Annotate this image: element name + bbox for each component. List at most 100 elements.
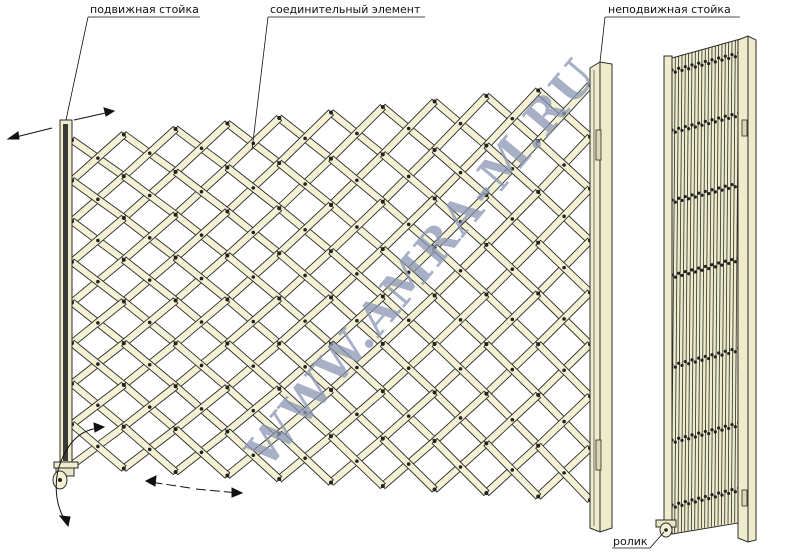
lattice-pivot [329, 434, 333, 439]
folded-pivot [713, 190, 717, 194]
folded-pivot [673, 70, 677, 74]
folded-pivot [693, 195, 697, 199]
folded-bar [674, 56, 680, 533]
lattice-pivot [484, 193, 489, 198]
folded-pivot [673, 365, 677, 369]
lattice-pivot [432, 487, 437, 492]
lattice-pivot [147, 151, 152, 155]
folded-pivot [690, 63, 694, 67]
folded-pivot [710, 118, 714, 122]
folded-pivot [730, 347, 734, 352]
folded-pivot [703, 119, 707, 124]
lattice-pivot [329, 480, 333, 485]
folded-pivot [723, 114, 727, 118]
lattice-pivot [432, 148, 437, 152]
lattice-pivot [173, 384, 178, 389]
folded-pivot [683, 194, 687, 199]
lattice-pivot [277, 206, 282, 211]
folded-pivot [690, 268, 694, 272]
folded-pivot [677, 271, 681, 275]
lattice-pivot [251, 319, 256, 324]
folded-bar [727, 40, 733, 524]
lattice-pivot [225, 165, 230, 170]
lattice-pivot [432, 390, 437, 395]
lattice-pivot [303, 273, 307, 278]
folded-pivot [673, 505, 677, 509]
folded-pivot [693, 500, 697, 504]
lattice-pivot [277, 386, 282, 391]
lattice-pivot [173, 127, 178, 131]
lattice-pivot [355, 318, 359, 323]
lattice-pivot [458, 318, 463, 322]
folded-pivot [693, 435, 697, 439]
lattice-pivot [251, 186, 256, 190]
folded-pivot [733, 55, 737, 59]
lattice-pivot [173, 298, 178, 303]
lattice-pivot [380, 436, 385, 441]
lattice-pivot [303, 456, 307, 460]
folded-pivot [680, 273, 684, 278]
folded-pivot [690, 193, 694, 197]
label-fixed-post: неподвижная стойка [608, 3, 731, 16]
label-moving-post: подвижная стойка [90, 3, 199, 16]
lattice-pivot [329, 156, 333, 161]
folded-pivot [717, 426, 721, 430]
lattice-pivot [458, 219, 463, 224]
lattice-pivot [562, 111, 566, 116]
lattice-pivot [380, 247, 385, 252]
lattice-pivot [562, 471, 566, 475]
folded-pivot [677, 436, 681, 440]
lattice-pivot [121, 132, 126, 137]
folded-pivot [720, 353, 724, 357]
lattice-pivot [251, 230, 256, 235]
folded-pivot [717, 186, 721, 190]
lattice-pivot [96, 156, 100, 160]
lattice-pivot [173, 427, 178, 432]
lattice-pivot [458, 367, 463, 371]
lattice-pivot [173, 341, 178, 346]
folded-pivot [720, 263, 724, 267]
folded-pivot [717, 116, 721, 120]
lattice-pivot [199, 407, 204, 411]
lattice-pivot [380, 199, 385, 204]
arrow-bottom-left-icon [144, 475, 191, 489]
folded-bar [697, 49, 703, 529]
arrow-bottom-right-icon [195, 487, 244, 498]
folded-pivot [720, 188, 724, 192]
lattice-pivot [121, 466, 126, 471]
folded-pivot [673, 275, 677, 279]
folded-bar [730, 39, 736, 524]
arrow-right-icon [73, 107, 116, 121]
folded-pivot [733, 490, 737, 494]
lattice-pivot [225, 429, 230, 434]
lattice-pivot [121, 174, 126, 179]
folded-pivot [727, 491, 731, 496]
lattice-pivot [484, 292, 489, 297]
folded-pivot [707, 121, 711, 126]
folded-pivot [710, 263, 714, 267]
folded-pivot [677, 126, 681, 130]
folded-pivot [687, 127, 691, 131]
leader-lines [65, 16, 740, 549]
lattice-pivot [277, 161, 282, 166]
folded-pivot [730, 112, 734, 117]
lattice-pivot [355, 459, 359, 463]
lattice-pivot [277, 116, 282, 120]
lattice-pivot [303, 365, 307, 369]
lattice-pivot [96, 197, 100, 202]
lattice-pivot [510, 217, 515, 221]
folded-pivot [733, 425, 737, 429]
lattice-pivot [173, 255, 178, 260]
lattice-pivot [277, 431, 282, 436]
folded-pivot [720, 428, 724, 432]
folded-pivot [687, 272, 691, 276]
lattice-pivot [96, 279, 100, 284]
folded-pivot [707, 356, 711, 361]
folded-pivot [733, 185, 737, 189]
lattice-pivot [355, 225, 359, 229]
folded-pivot [697, 356, 701, 360]
lattice-pivot [380, 341, 385, 346]
lattice-pivot [225, 341, 230, 346]
folded-pivot [683, 64, 687, 69]
folded-bar [677, 55, 683, 533]
